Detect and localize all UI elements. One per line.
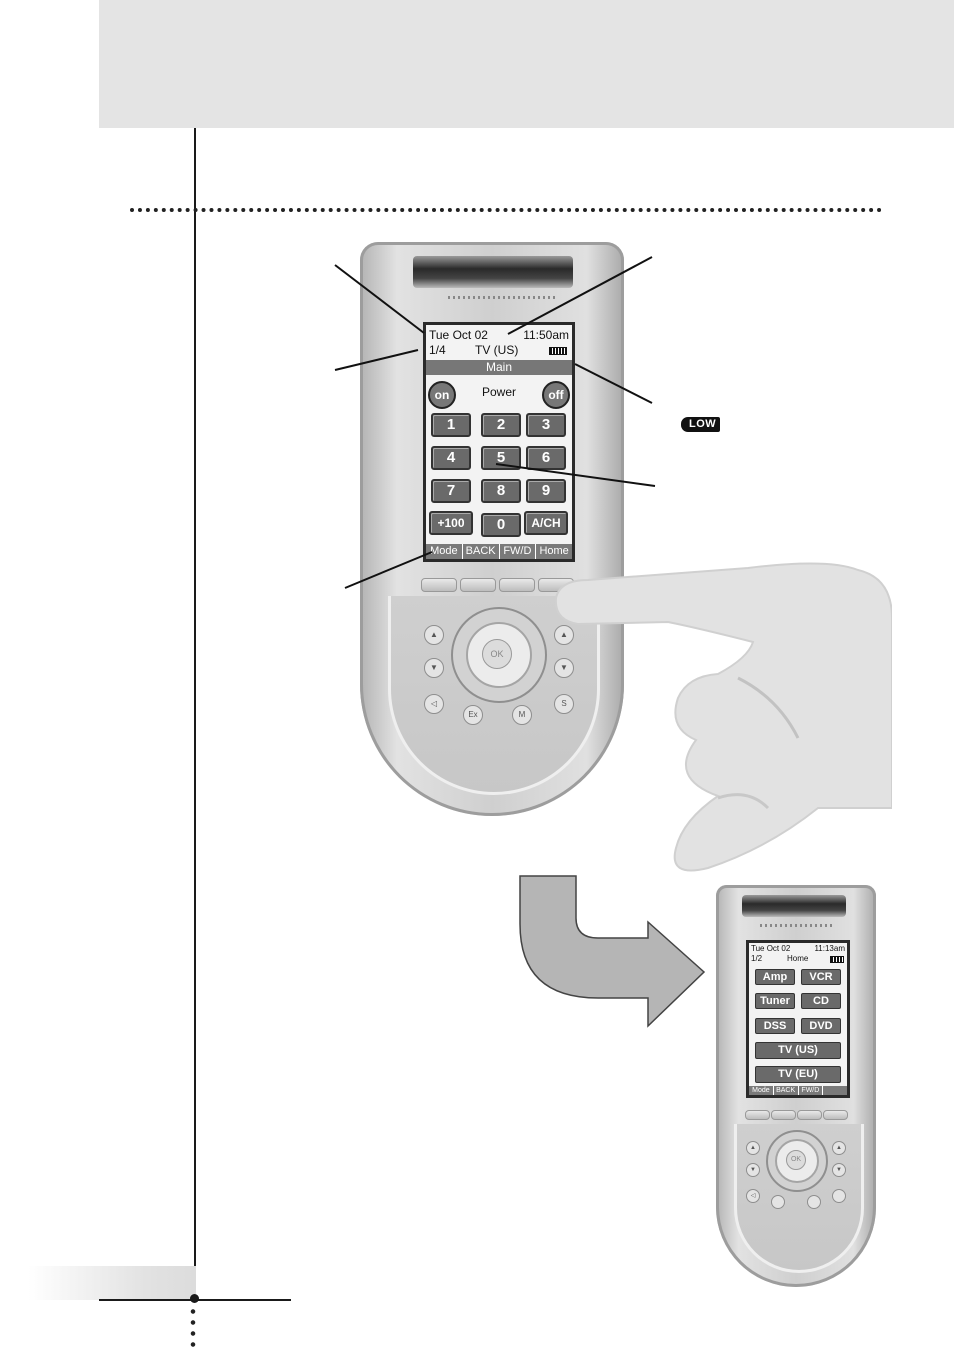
channel-down-button[interactable]: ▼ xyxy=(554,658,574,678)
panel-title: Main xyxy=(426,360,572,375)
dotted-divider xyxy=(130,208,882,212)
key-2[interactable]: 2 xyxy=(481,413,521,437)
screen-date: Tue Oct 02 xyxy=(429,328,488,342)
small-right-down-button[interactable]: ▼ xyxy=(832,1163,846,1177)
footer-band xyxy=(28,1266,196,1300)
footer-dot xyxy=(190,1294,199,1303)
margin-rule xyxy=(194,128,196,1300)
tab-fwd[interactable]: FW/D xyxy=(498,544,536,559)
tab-home[interactable]: Home xyxy=(535,544,572,559)
battery-icon-small xyxy=(830,956,844,963)
touch-screen-home: Tue Oct 02 11:13am 1/2 Home Amp VCR Tune… xyxy=(746,940,850,1098)
power-on-button[interactable]: on xyxy=(428,381,456,409)
ok-button-small[interactable]: OK xyxy=(786,1150,806,1170)
screen-time-small: 11:13am xyxy=(814,944,845,953)
key-7[interactable]: 7 xyxy=(431,479,471,503)
screen-date-small: Tue Oct 02 xyxy=(751,944,791,953)
screen-time: 11:50am xyxy=(523,328,569,342)
key-4[interactable]: 4 xyxy=(431,446,471,470)
key-3[interactable]: 3 xyxy=(526,413,566,437)
tab-fwd-small[interactable]: FW/D xyxy=(797,1086,823,1095)
header-band xyxy=(99,0,954,128)
hard-key-small-2[interactable] xyxy=(771,1110,796,1120)
tab-back-small[interactable]: BACK xyxy=(772,1086,798,1095)
hand-illustration xyxy=(554,562,892,872)
battery-icon xyxy=(549,347,567,355)
remote-ir-window xyxy=(413,256,573,288)
key-0[interactable]: 0 xyxy=(481,513,521,537)
tab-mode[interactable]: Mode xyxy=(430,545,458,557)
hard-key-small-3[interactable] xyxy=(797,1110,822,1120)
brand-logo xyxy=(448,296,558,299)
key-1[interactable]: 1 xyxy=(431,413,471,437)
key-5[interactable]: 5 xyxy=(481,446,521,470)
small-right-up-button[interactable]: ▲ xyxy=(832,1141,846,1155)
remote-ir-window-small xyxy=(742,895,846,917)
volume-down-button[interactable]: ▼ xyxy=(424,658,444,678)
power-off-button[interactable]: off xyxy=(542,381,570,409)
screen-device-name: TV (US) xyxy=(475,343,519,357)
battery-low-indicator: LOW xyxy=(681,417,721,432)
tab-mode-small[interactable]: Mode xyxy=(752,1087,770,1094)
channel-up-button[interactable]: ▲ xyxy=(554,625,574,645)
hard-key-1[interactable] xyxy=(421,578,457,592)
device-vcr-button[interactable]: VCR xyxy=(801,969,841,985)
footer-dots xyxy=(190,1306,196,1352)
tab-home-small[interactable] xyxy=(822,1086,847,1095)
tab-back[interactable]: BACK xyxy=(461,544,499,559)
device-tuner-button[interactable]: Tuner xyxy=(755,993,795,1009)
key-plus100[interactable]: +100 xyxy=(429,511,473,535)
device-amp-button[interactable]: Amp xyxy=(755,969,795,985)
ok-button[interactable]: OK xyxy=(482,639,512,669)
device-dvd-button[interactable]: DVD xyxy=(801,1018,841,1034)
device-dss-button[interactable]: DSS xyxy=(755,1018,795,1034)
mute-button[interactable]: ◁ xyxy=(424,694,444,714)
screen-page-small: 1/2 xyxy=(751,954,763,963)
screen-page-number: 1/4 xyxy=(429,343,446,357)
key-6[interactable]: 6 xyxy=(526,446,566,470)
s-button[interactable]: S xyxy=(554,694,574,714)
device-tv-us-button[interactable]: TV (US) xyxy=(755,1042,841,1059)
screen-tab-bar: Mode BACK FW/D Home xyxy=(426,544,572,559)
transition-arrow xyxy=(519,875,706,1028)
small-ex-button[interactable] xyxy=(771,1195,785,1209)
hard-key-2[interactable] xyxy=(460,578,496,592)
hard-key-small-1[interactable] xyxy=(745,1110,770,1120)
screen-tab-bar-small: Mode BACK FW/D xyxy=(749,1086,847,1095)
screen-device-small: Home xyxy=(787,954,809,963)
small-s-button[interactable] xyxy=(832,1189,846,1203)
small-left-up-button[interactable]: ▲ xyxy=(746,1141,760,1155)
key-ach[interactable]: A/CH xyxy=(524,511,568,535)
hard-key-3[interactable] xyxy=(499,578,535,592)
key-9[interactable]: 9 xyxy=(526,479,566,503)
channel-up-left-button[interactable]: ▲ xyxy=(424,625,444,645)
power-label: Power xyxy=(481,385,516,399)
m-button[interactable]: M xyxy=(512,705,532,725)
device-tv-eu-button[interactable]: TV (EU) xyxy=(755,1066,841,1083)
key-8[interactable]: 8 xyxy=(481,479,521,503)
hard-key-small-4[interactable] xyxy=(823,1110,848,1120)
touch-screen-main: Tue Oct 02 11:50am 1/4 TV (US) Main on P… xyxy=(423,322,575,562)
small-m-button[interactable] xyxy=(807,1195,821,1209)
small-left-down-button[interactable]: ▼ xyxy=(746,1163,760,1177)
device-cd-button[interactable]: CD xyxy=(801,993,841,1009)
ex-button[interactable]: Ex xyxy=(463,705,483,725)
brand-logo-small xyxy=(760,924,832,927)
small-mute-button[interactable]: ◁ xyxy=(746,1189,760,1203)
